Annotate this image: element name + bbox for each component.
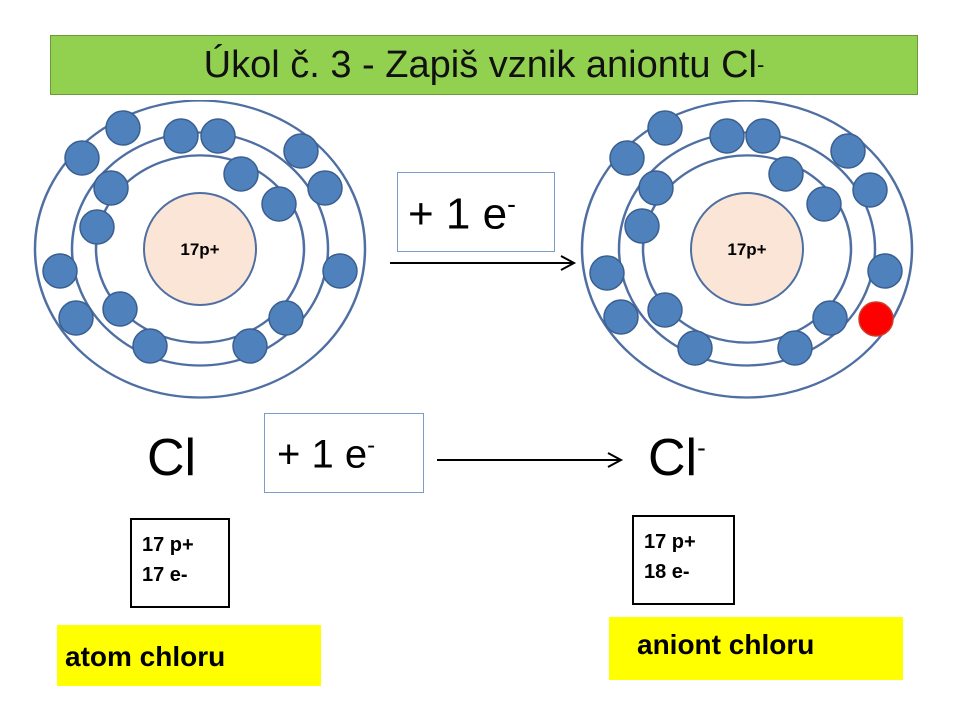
chloride-anion-diagram: 17p+ xyxy=(580,100,914,399)
outer-shell-ring xyxy=(580,100,914,399)
electrons xyxy=(589,110,903,366)
electron xyxy=(852,172,888,208)
reaction-arrow-bottom xyxy=(437,452,624,468)
title-text: Úkol č. 3 - Zapiš vznik aniontu Cl xyxy=(203,43,757,86)
electron xyxy=(102,291,138,327)
electron-count: 17 e- xyxy=(142,564,188,586)
electron xyxy=(806,186,842,222)
electron xyxy=(163,118,199,154)
electron xyxy=(768,156,804,192)
electron xyxy=(132,328,168,364)
inner-shell-ring xyxy=(94,154,306,344)
electron xyxy=(268,300,304,336)
electron xyxy=(64,140,100,176)
electron xyxy=(812,300,848,336)
label-atom: atom chloru xyxy=(57,625,321,686)
electron xyxy=(42,253,78,289)
electron xyxy=(638,170,674,206)
electron xyxy=(647,110,683,146)
outer-shell-ring xyxy=(33,100,367,399)
nucleus xyxy=(690,192,804,306)
electron xyxy=(105,110,141,146)
electron xyxy=(677,330,713,366)
electron xyxy=(647,292,683,328)
nucleus xyxy=(143,192,257,306)
electrons xyxy=(42,110,358,364)
electron xyxy=(307,170,343,206)
electron xyxy=(232,328,268,364)
reaction-arrow-top xyxy=(390,255,577,271)
electron xyxy=(322,253,358,289)
electron xyxy=(223,156,259,192)
symbol-cl: Cl xyxy=(147,428,196,488)
particle-count-anion: 17 p+ 18 e- xyxy=(632,515,735,605)
nucleus-label: 17p+ xyxy=(180,240,219,259)
reaction-superscript: - xyxy=(367,432,376,459)
label-atom-text: atom chloru xyxy=(65,641,226,672)
symbol-cl-anion-text: Cl xyxy=(648,429,698,487)
electron xyxy=(79,209,115,245)
electron-count: 18 e- xyxy=(644,561,690,583)
electron xyxy=(283,133,319,169)
middle-shell-ring xyxy=(70,131,330,367)
proton-count: 17 p+ xyxy=(644,531,696,553)
electron xyxy=(603,299,639,335)
electron xyxy=(624,208,660,244)
proton-count: 17 p+ xyxy=(142,534,194,556)
reaction-box-top: + 1 e- xyxy=(397,172,555,252)
electron xyxy=(777,330,813,366)
symbol-cl-anion: Cl- xyxy=(648,428,706,488)
label-anion-text: aniont chloru xyxy=(637,629,815,660)
label-anion: aniont chloru xyxy=(609,617,903,680)
reaction-text: + 1 e xyxy=(408,189,508,239)
added-electron xyxy=(858,301,894,337)
reaction-superscript: - xyxy=(507,189,516,219)
electron xyxy=(261,186,297,222)
electron xyxy=(745,118,781,154)
electron xyxy=(830,133,866,169)
title-superscript: - xyxy=(757,52,765,77)
title-banner: Úkol č. 3 - Zapiš vznik aniontu Cl- xyxy=(50,35,918,95)
electron xyxy=(93,170,129,206)
symbol-cl-text: Cl xyxy=(147,429,197,487)
electron xyxy=(200,118,236,154)
particle-count-atom: 17 p+ 17 e- xyxy=(130,518,230,608)
electron xyxy=(58,300,94,336)
symbol-charge: - xyxy=(697,432,706,463)
reaction-box-bottom: + 1 e- xyxy=(264,413,424,493)
electron xyxy=(867,253,903,289)
reaction-text: + 1 e xyxy=(277,432,368,477)
electron xyxy=(609,140,645,176)
nucleus-label: 17p+ xyxy=(727,240,766,259)
inner-shell-ring xyxy=(641,154,853,344)
electron xyxy=(589,255,625,291)
chlorine-atom-diagram: 17p+ xyxy=(33,100,367,399)
electron xyxy=(709,118,745,154)
